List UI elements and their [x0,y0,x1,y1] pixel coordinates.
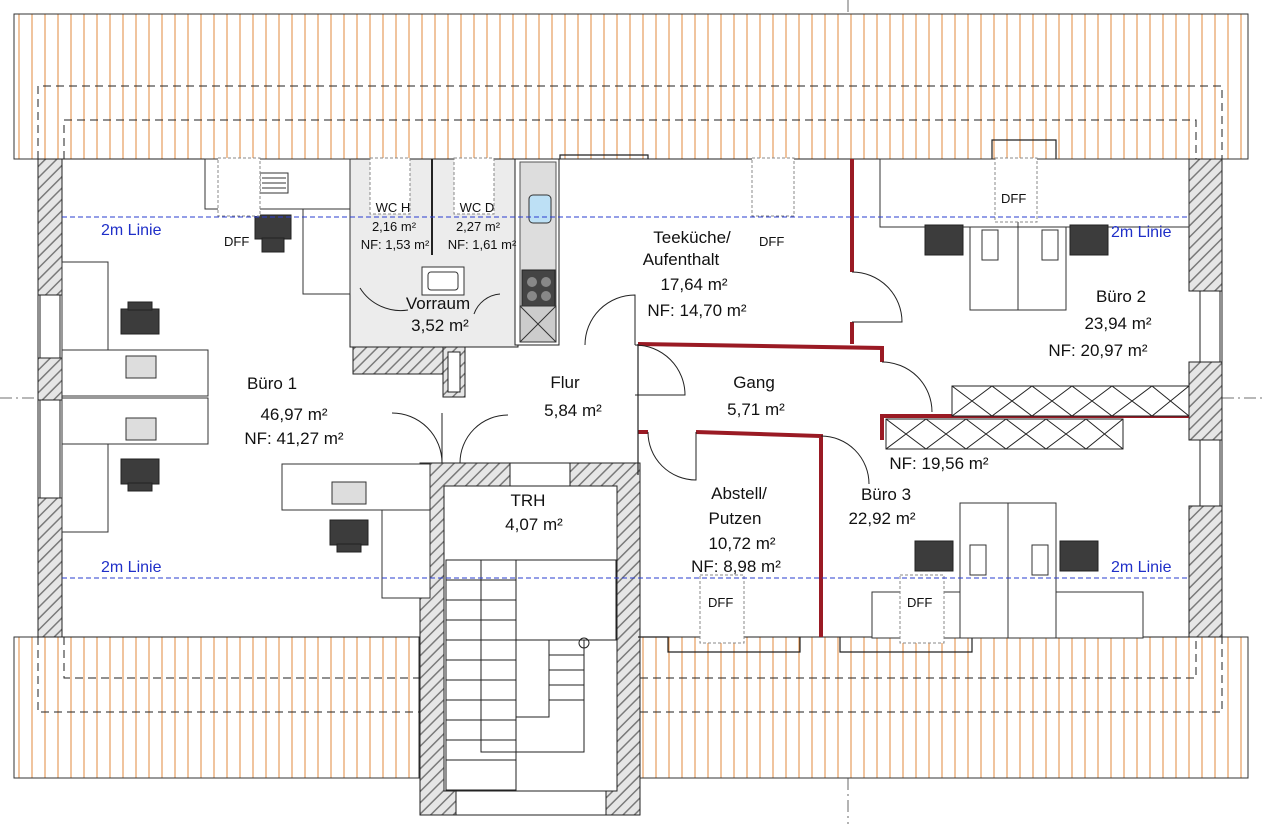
room-wcd-name: WC D [460,200,495,215]
room-trh-area: 4,07 m² [505,515,563,534]
roof-window-label: DFF [708,595,733,610]
roof-windows [217,157,1038,644]
room-teekueche-name2: Aufenthalt [643,250,720,269]
roof-window-label: DFF [759,234,784,249]
stairs [445,559,617,791]
cupboards [885,385,1190,450]
room-trh-name: TRH [511,491,546,510]
two-meter-line-label: 2m Linie [101,559,162,576]
room-gang-area: 5,71 m² [727,400,785,419]
two-meter-line-label: 2m Linie [1111,224,1172,241]
room-wcd-nf: NF: 1,61 m² [448,237,517,252]
room-teekueche-area: 17,64 m² [660,275,727,294]
window-labels: DFF DFF DFF DFF DFF [224,191,1026,610]
room-vorraum-name: Vorraum [406,294,470,313]
interior-walls [559,139,1057,653]
room-buero1-name: Büro 1 [247,374,297,393]
room-wcd-area: 2,27 m² [456,219,501,234]
room-flur-area: 5,84 m² [544,401,602,420]
line-labels: 2m Linie 2m Linie 2m Linie 2m Linie [101,222,1172,576]
room-wch-area: 2,16 m² [372,219,417,234]
room-buero2-name: Büro 2 [1096,287,1146,306]
room-buero3-name: Büro 3 [861,485,911,504]
chairs [120,214,1109,572]
roof-window-label: DFF [224,234,249,249]
room-abstell-name: Abstell/ [711,484,767,503]
room-labels: Büro 1 46,97 m² NF: 41,27 m² WC H 2,16 m… [244,200,1151,576]
roof-window-label: DFF [1001,191,1026,206]
room-vorraum-area: 3,52 m² [411,316,469,335]
room-abstell-name2: Putzen [709,509,762,528]
room-flur-name: Flur [550,373,580,392]
room-buero1-nf: NF: 41,27 m² [244,429,344,448]
two-meter-line-label: 2m Linie [101,222,162,239]
stairwell-walls [419,462,641,816]
room-buero3-nf: NF: 19,56 m² [889,454,989,473]
room-abstell-area: 10,72 m² [708,534,775,553]
furniture [61,158,1190,639]
room-gang-name: Gang [733,373,775,392]
roof-window-label: DFF [907,595,932,610]
room-buero2-nf: NF: 20,97 m² [1048,341,1148,360]
room-teekueche-nf: NF: 14,70 m² [647,301,747,320]
room-teekueche-name: Teeküche/ [653,228,731,247]
room-wch-name: WC H [376,200,411,215]
doors [359,271,933,485]
two-meter-line-label: 2m Linie [1111,559,1172,576]
room-buero2-area: 23,94 m² [1084,314,1151,333]
roof-dashed-outline [37,85,1223,713]
side-walls [37,158,1223,638]
room-abstell-nf: NF: 8,98 m² [691,557,781,576]
room-wch-nf: NF: 1,53 m² [361,237,430,252]
room-buero1-area: 46,97 m² [260,405,327,424]
room-buero3-area: 22,92 m² [848,509,915,528]
two-meter-lines [62,216,1189,579]
